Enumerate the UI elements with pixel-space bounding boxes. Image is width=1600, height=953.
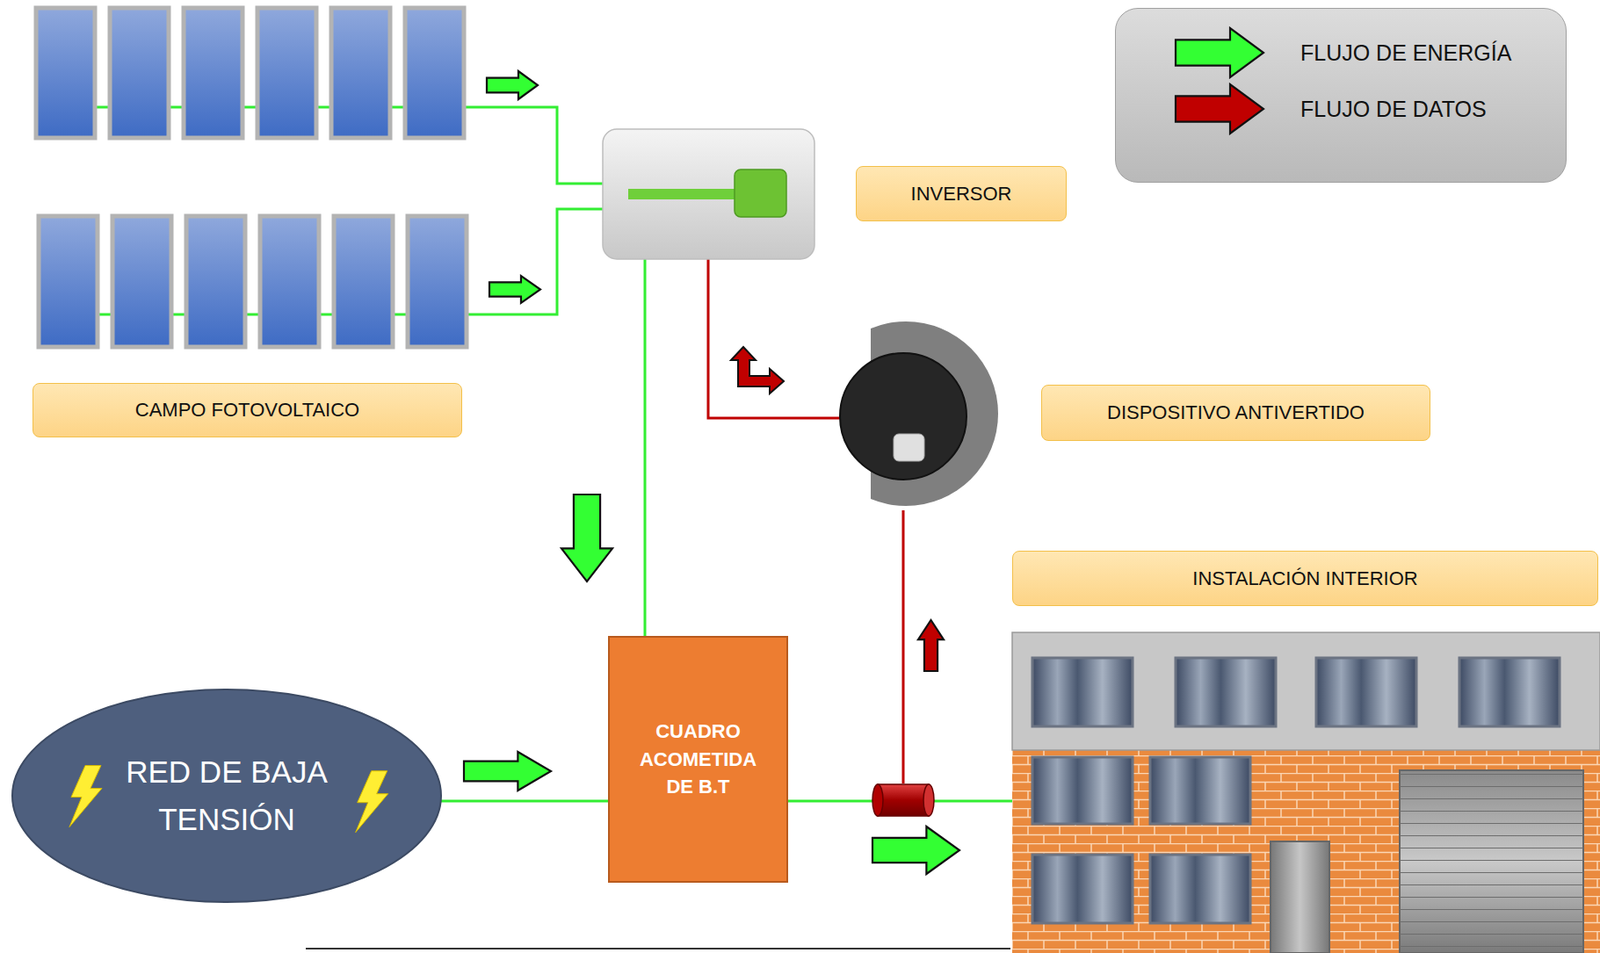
building <box>1012 632 1600 953</box>
legend-label: FLUJO DE ENERGÍA <box>1300 40 1512 66</box>
node-label: CUADRO ACOMETIDA DE B.T <box>628 717 769 803</box>
panel-box: CUADRO ACOMETIDA DE B.T <box>608 636 789 884</box>
legend-row: FLUJO DE DATOS <box>1173 82 1487 136</box>
current-sensor <box>872 784 934 817</box>
legend-arrow <box>1173 82 1266 136</box>
legend-box: FLUJO DE ENERGÍA FLUJO DE DATOS <box>1114 7 1567 183</box>
legend-label: FLUJO DE DATOS <box>1300 96 1487 123</box>
label-box: INVERSOR <box>855 166 1067 222</box>
node-label: RED DE BAJA TENSIÓN <box>108 748 346 845</box>
label-box: DISPOSITIVO ANTIVERTIDO <box>1041 384 1431 442</box>
ellipse-shape <box>10 687 443 905</box>
ground-line <box>305 948 1011 950</box>
legend-swatch <box>1175 28 1264 78</box>
power-wire <box>441 800 609 804</box>
inverter-icon <box>602 129 815 260</box>
node-label: DISPOSITIVO ANTIVERTIDO <box>1107 401 1365 425</box>
pv-panels <box>36 7 467 348</box>
antiexport-device <box>813 321 999 507</box>
label-box: CAMPO FOTOVOLTAICO <box>32 383 463 438</box>
grid-ellipse: RED DE BAJA TENSIÓN <box>10 687 443 905</box>
node-label: CAMPO FOTOVOLTAICO <box>135 398 360 422</box>
legend-swatch <box>1175 84 1264 134</box>
node-label: INSTALACIÓN INTERIOR <box>1192 567 1418 591</box>
node-label: INVERSOR <box>911 182 1013 206</box>
legend-arrow <box>1173 26 1266 80</box>
label-box: INSTALACIÓN INTERIOR <box>1012 550 1599 607</box>
legend-row: FLUJO DE ENERGÍA <box>1173 26 1512 80</box>
